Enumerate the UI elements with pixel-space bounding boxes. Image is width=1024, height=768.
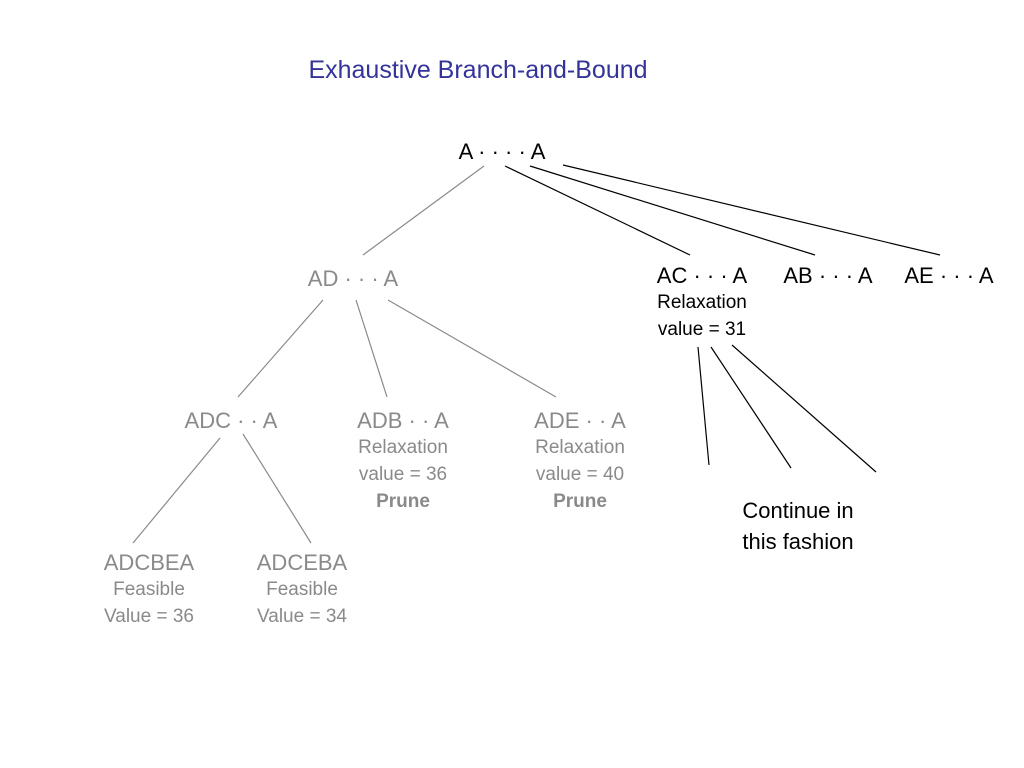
slide-title: Exhaustive Branch-and-Bound — [0, 56, 1024, 85]
slide-title-text: Exhaustive Branch-and-Bound — [308, 56, 648, 84]
node-ade-label: ADE · · A — [534, 408, 626, 433]
node-adcbea-status: Feasible — [113, 579, 185, 600]
edge-root-ac — [504, 165, 691, 256]
node-ac-label: AC · · · A — [656, 263, 748, 288]
edge-adc-adcbea — [132, 437, 221, 544]
node-ae-label: AE · · · A — [904, 263, 994, 288]
node-root: A · · · · A — [459, 139, 546, 165]
edge-ac-cont-3 — [731, 344, 877, 473]
node-adc-label: ADC · · A — [184, 408, 278, 433]
edge-adc-adceba — [242, 433, 312, 544]
node-adb-label: ADB · · A — [357, 408, 449, 433]
node-adcbea-label: ADCBEA — [103, 550, 195, 575]
node-ade-prune: Prune — [553, 491, 607, 512]
node-ac-value: value = 31 — [657, 319, 747, 340]
node-ae: AE · · · A — [904, 263, 993, 289]
node-adcbea-value: Value = 36 — [104, 606, 194, 627]
node-adb-value: value = 36 — [358, 464, 448, 485]
edge-ad-ade — [387, 299, 557, 398]
edge-root-ad — [362, 165, 485, 256]
edge-ac-cont-2 — [710, 346, 792, 469]
node-ade: ADE · · A Relaxation value = 40 Prune — [534, 408, 626, 515]
node-ac: AC · · · A Relaxation value = 31 — [657, 263, 747, 343]
edge-ac-cont-1 — [697, 346, 710, 466]
node-adceba-label: ADCEBA — [256, 550, 348, 575]
node-adceba-value: Value = 34 — [257, 606, 347, 627]
continue-note-line2: this fashion — [742, 529, 854, 554]
continue-note-line1: Continue in — [742, 498, 854, 523]
node-ade-relaxation: Relaxation — [535, 437, 625, 458]
node-ad-label: AD · · · A — [307, 266, 399, 291]
node-adc: ADC · · A — [185, 408, 278, 434]
edge-root-ab — [529, 165, 816, 256]
edge-ad-adb — [355, 299, 388, 398]
node-ad: AD · · · A — [308, 266, 398, 292]
node-adb: ADB · · A Relaxation value = 36 Prune — [357, 408, 449, 515]
node-adceba-status: Feasible — [266, 579, 338, 600]
edge-root-ae — [562, 164, 941, 256]
node-adceba: ADCEBA Feasible Value = 34 — [257, 550, 347, 630]
node-adb-relaxation: Relaxation — [358, 437, 448, 458]
node-adcbea: ADCBEA Feasible Value = 36 — [104, 550, 194, 630]
edge-ad-adc — [237, 299, 324, 398]
node-ab-label: AB · · · A — [783, 263, 873, 288]
node-adb-prune: Prune — [376, 491, 430, 512]
node-ab: AB · · · A — [783, 263, 872, 289]
continue-note: Continue in this fashion — [742, 495, 853, 557]
node-ade-value: value = 40 — [535, 464, 625, 485]
node-root-label: A · · · · A — [458, 139, 546, 164]
node-ac-relaxation: Relaxation — [657, 292, 747, 313]
